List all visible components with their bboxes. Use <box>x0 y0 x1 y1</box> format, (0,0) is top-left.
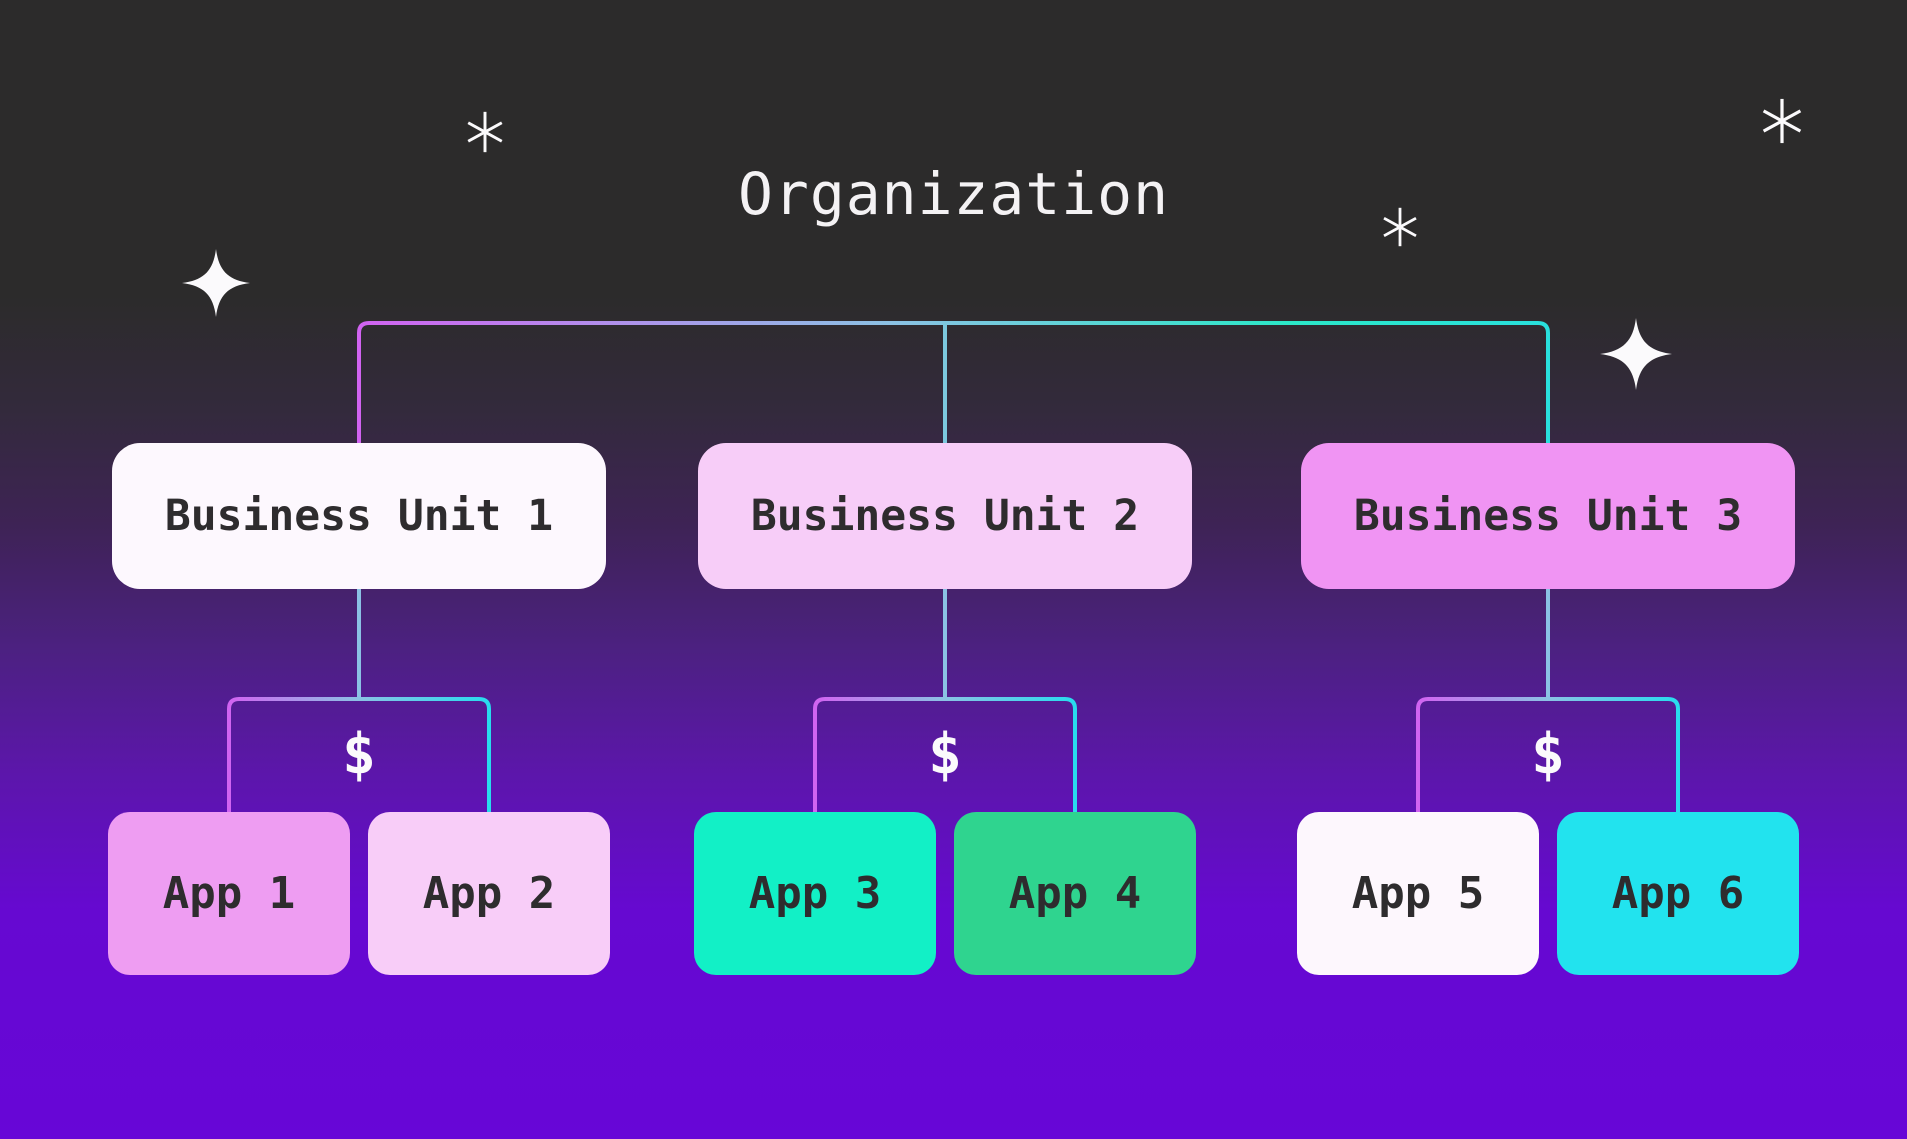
app-4-card: App 4 <box>954 812 1196 975</box>
business-unit-2-label: Business Unit 2 <box>750 491 1140 541</box>
currency-symbol: $ <box>1531 722 1565 787</box>
business-unit-2-card: Business Unit 2 <box>698 443 1192 589</box>
currency-symbol: $ <box>342 722 376 787</box>
app-4-label: App 4 <box>1008 868 1142 919</box>
app-6-card: App 6 <box>1557 812 1799 975</box>
asterisk-icon <box>1762 98 1802 144</box>
app-5-label: App 5 <box>1351 868 1485 919</box>
app-6-label: App 6 <box>1611 868 1745 919</box>
unit1-fork <box>227 697 491 813</box>
unit2-fork <box>813 697 1077 813</box>
app-1-card: App 1 <box>108 812 350 975</box>
business-unit-3-card: Business Unit 3 <box>1301 443 1795 589</box>
business-unit-1-label: Business Unit 1 <box>164 491 554 541</box>
page-title: Organization <box>737 160 1170 228</box>
sparkle-icon <box>182 249 250 317</box>
app-3-label: App 3 <box>748 868 882 919</box>
app-5-card: App 5 <box>1297 812 1539 975</box>
sparkle-icon <box>1600 318 1672 390</box>
asterisk-icon <box>1383 207 1417 247</box>
business-unit-1-card: Business Unit 1 <box>112 443 606 589</box>
app-3-card: App 3 <box>694 812 936 975</box>
app-2-card: App 2 <box>368 812 610 975</box>
currency-symbol: $ <box>928 722 962 787</box>
top-connector <box>357 321 1550 443</box>
unit3-fork <box>1416 697 1680 813</box>
app-1-label: App 1 <box>162 868 296 919</box>
asterisk-icon <box>467 111 503 153</box>
app-2-label: App 2 <box>422 868 556 919</box>
business-unit-3-label: Business Unit 3 <box>1353 491 1743 541</box>
